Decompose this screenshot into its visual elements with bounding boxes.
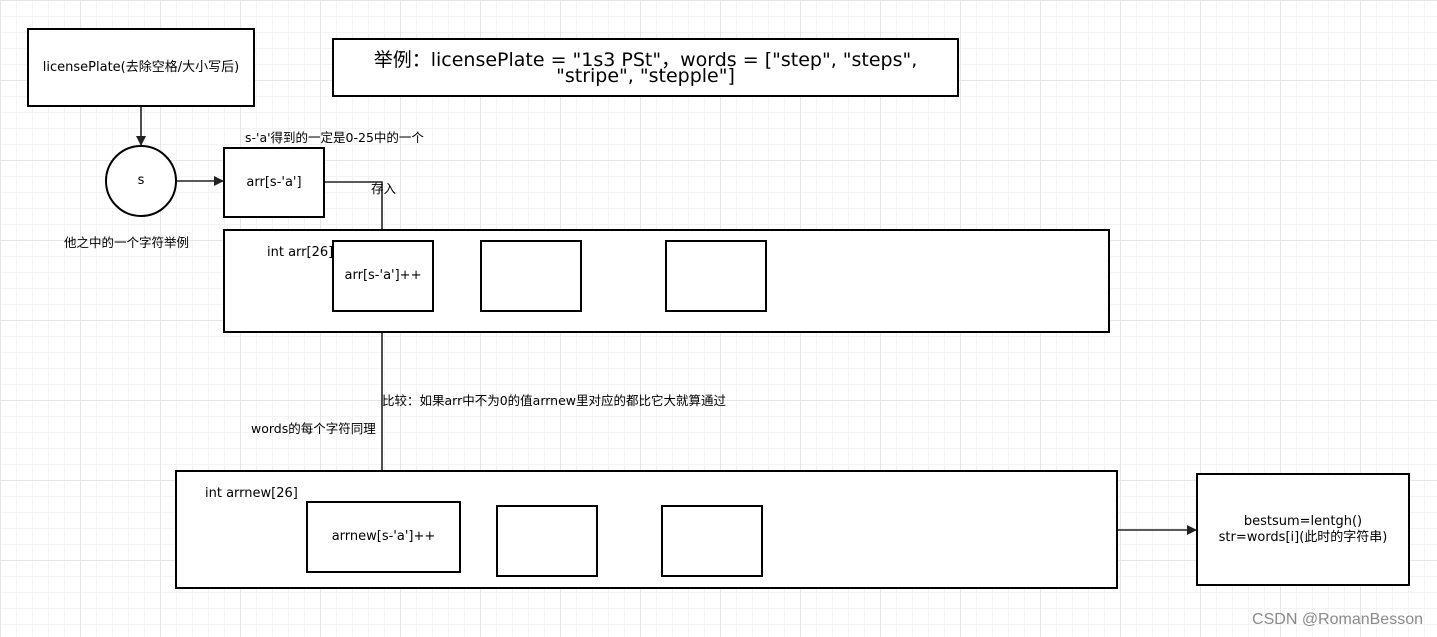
arr-index-label: arr[s-'a']: [246, 174, 302, 190]
license-plate-node: licensePlate(去除空格/大小写后): [27, 28, 255, 107]
result-line-2: str=words[i](此时的字符串): [1218, 529, 1388, 545]
arrnew-cell-empty-2: [661, 505, 763, 577]
license-plate-label: licensePlate(去除空格/大小写后): [42, 59, 240, 75]
arr-container-label: int arr[26]: [267, 245, 334, 260]
result-line-1: bestsum=lentgh(): [1243, 513, 1363, 529]
arrnew-increment-label: arrnew[s-'a']++: [331, 529, 436, 544]
result-node: bestsum=lentgh() str=words[i](此时的字符串): [1196, 473, 1410, 586]
arrow-store: [325, 181, 387, 241]
store-note: 存入: [371, 181, 397, 196]
words-same-note: words的每个字符同理: [251, 421, 376, 436]
arr-index-node: arr[s-'a']: [223, 147, 325, 218]
compare-note: 比较：如果arr中不为0的值arrnew里对应的都比它大就算通过: [382, 393, 727, 408]
char-example-note: 他之中的一个字符举例: [64, 235, 190, 250]
example-node: 举例：licensePlate = "1s3 PSt"，words = ["st…: [332, 38, 959, 97]
char-s-label: s: [137, 173, 145, 188]
arr-cell-empty-2: [665, 240, 767, 312]
arr-increment-label: arr[s-'a']++: [344, 268, 422, 283]
watermark: CSDN @RomanBesson: [1252, 611, 1423, 628]
arr-cell-empty-1: [480, 240, 582, 312]
arr-cell-increment: arr[s-'a']++: [332, 240, 434, 312]
example-label: 举例：licensePlate = "1s3 PSt"，words = ["st…: [373, 48, 918, 87]
arrnew-cell-increment: arrnew[s-'a']++: [306, 501, 461, 573]
range-note: s-'a'得到的一定是0-25中的一个: [245, 130, 424, 145]
arrnew-container-label: int arrnew[26]: [205, 486, 298, 501]
arrnew-cell-empty-1: [496, 505, 598, 577]
char-s-node: s: [105, 145, 177, 217]
